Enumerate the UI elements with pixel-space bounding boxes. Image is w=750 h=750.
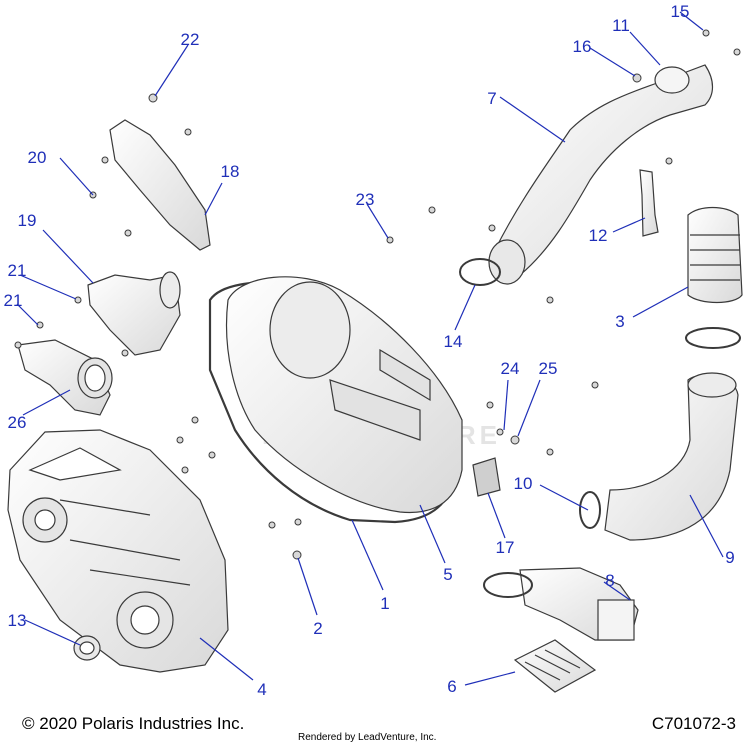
callout-13: 13 [8,611,27,630]
part-screen [513,639,597,693]
callout-5: 5 [443,565,452,584]
callout-10: 10 [514,474,533,493]
part-heat-shield-upper [109,119,211,251]
drawing-number: C701072-3 [651,714,736,733]
part-clamp-10 [579,491,601,529]
callout-3: 3 [615,312,624,331]
callout-21-lower: 21 [4,291,23,310]
part-boot-clamp [483,572,533,598]
callout-22: 22 [181,30,200,49]
part-lower-duct [17,339,113,416]
callout-14: 14 [444,332,463,351]
callout-20: 20 [28,148,47,167]
callout-18: 18 [221,162,240,181]
copyright-notice: © 2020 Polaris Industries Inc. [22,714,245,733]
part-duct-adapter [87,271,181,356]
part-boot [519,567,639,641]
fasteners [14,29,741,560]
callout-21-upper: 21 [8,261,27,280]
part-inner-clutch-cover [225,276,463,514]
callout-15: 15 [671,2,690,21]
callout-24: 24 [501,359,520,378]
part-elbow-duct [604,372,739,541]
callout-12: 12 [589,226,608,245]
callout-2: 2 [313,619,322,638]
part-filter-clamp [685,327,741,349]
part-pad [472,457,501,497]
part-clamp-top [654,66,690,94]
leader-lines [16,11,724,686]
part-outer-clutch-cover [7,429,229,673]
callout-4: 4 [257,680,266,699]
callout-16: 16 [573,37,592,56]
callout-19: 19 [18,211,37,230]
part-bracket [639,169,659,237]
callout-23: 23 [356,190,375,209]
callout-7: 7 [487,89,496,108]
callout-26: 26 [8,413,27,432]
callout-11: 11 [612,16,630,35]
callout-1: 1 [380,594,389,613]
callout-8: 8 [605,571,614,590]
part-intake-tube [488,64,714,285]
part-seal [73,635,101,661]
callout-17: 17 [496,538,515,557]
rendered-by-credit: Rendered by LeadVenture, Inc. [298,732,437,743]
callout-9: 9 [725,548,734,567]
part-filter [687,206,743,304]
callout-6: 6 [447,677,456,696]
callout-25: 25 [539,359,558,378]
part-clamp-14 [459,258,501,286]
